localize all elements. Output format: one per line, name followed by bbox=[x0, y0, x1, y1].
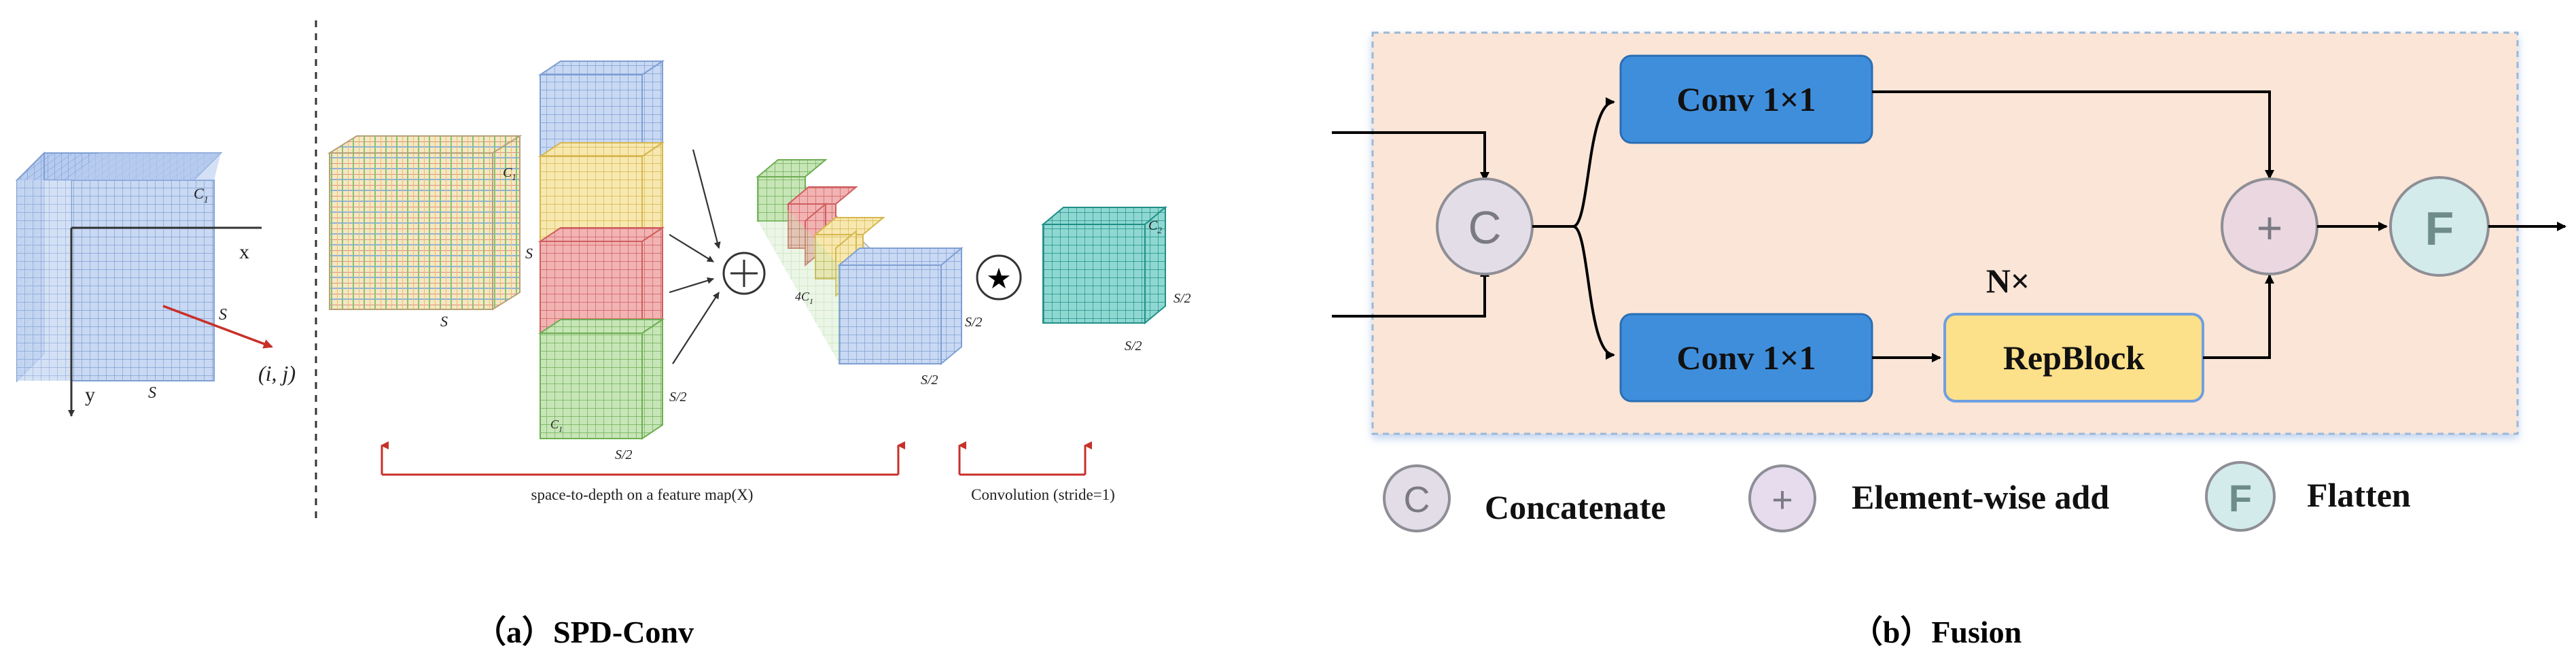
stack-s2-label-a: S/2 bbox=[965, 315, 983, 330]
conv-bottom-label: Conv 1×1 bbox=[1677, 339, 1816, 377]
y-axis-label: y bbox=[85, 383, 95, 406]
flatten-node: F bbox=[2389, 176, 2490, 277]
panel-a-spd-conv: x y C1 S S (i, j) C1 S S bbox=[15, 20, 1191, 649]
input-arrow-top bbox=[1332, 131, 1489, 182]
legend-item-flatten: F Flatten bbox=[2205, 461, 2411, 532]
input-feature-cube bbox=[15, 151, 223, 383]
stacked-4c1-block bbox=[756, 159, 964, 366]
arrow-top-to-add bbox=[1872, 90, 2274, 180]
position-arrow bbox=[162, 305, 273, 349]
input-multicolor-cube bbox=[327, 135, 523, 311]
arrow-from-red bbox=[669, 277, 714, 294]
concat-node-symbol: C bbox=[1468, 202, 1501, 254]
repeat-label: N× bbox=[1986, 262, 2030, 300]
split-curve-top bbox=[1572, 97, 1615, 228]
mc-channel-label: C1 bbox=[503, 165, 516, 182]
concat-operator bbox=[722, 252, 766, 295]
cube-channel-label: C1 bbox=[194, 185, 209, 205]
bracket-space-to-depth bbox=[381, 441, 905, 476]
legend-concatenate-label: Concatenate bbox=[1485, 488, 1666, 526]
repblock-label: RepBlock bbox=[2003, 339, 2145, 377]
legend-item-element-wise-add: + Element-wise add bbox=[1748, 464, 2109, 532]
legend-add-symbol: + bbox=[1771, 479, 1793, 520]
output-s2-label-a: S/2 bbox=[1174, 291, 1191, 306]
arrow-from-yellow bbox=[669, 234, 714, 262]
panel-b-caption: （b）Fusion bbox=[1852, 615, 2022, 649]
mc-bottom-label: S bbox=[440, 313, 448, 330]
repblock: RepBlock bbox=[1943, 313, 2204, 403]
arrow-rep-to-add bbox=[2203, 274, 2274, 359]
legend-flatten-symbol: F bbox=[2229, 477, 2252, 519]
subcube-s2-label-a: S/2 bbox=[669, 390, 687, 405]
stack-s2-label-b: S/2 bbox=[921, 373, 938, 388]
bracket-convolution-label: Convolution (stride=1) bbox=[971, 486, 1115, 503]
cube-width-label: S bbox=[219, 306, 227, 324]
stack-channel-label: 4C1 bbox=[795, 290, 813, 306]
conv-bottom-block: Conv 1×1 bbox=[1619, 313, 1873, 403]
subcube-red bbox=[537, 226, 665, 348]
subcube-green bbox=[537, 318, 665, 440]
mc-side-label: S bbox=[525, 245, 533, 262]
legend-flatten-label: Flatten bbox=[2307, 476, 2411, 514]
panel-a-caption: （a）SPD-Conv bbox=[475, 615, 694, 649]
output-teal-cube bbox=[1041, 205, 1167, 325]
input-arrow-bottom bbox=[1332, 267, 1489, 318]
x-axis-label: x bbox=[239, 241, 249, 263]
bracket-space-to-depth-label: space-to-depth on a feature map(X) bbox=[531, 486, 754, 503]
coordinate-label: (i, j) bbox=[258, 361, 296, 386]
green-channel-label: C1 bbox=[550, 417, 563, 434]
conv-top-block: Conv 1×1 bbox=[1619, 54, 1873, 144]
legend-concatenate-symbol: C bbox=[1404, 479, 1430, 520]
add-node-symbol: + bbox=[2257, 203, 2283, 253]
conv-top-label: Conv 1×1 bbox=[1677, 80, 1816, 118]
star-icon: ★ bbox=[986, 262, 1012, 294]
arrow-from-blue bbox=[692, 149, 721, 249]
add-node: + bbox=[2221, 177, 2318, 275]
conv-operator: ★ bbox=[976, 254, 1022, 301]
split-curve-bottom bbox=[1572, 225, 1615, 360]
cube-height-label: S bbox=[148, 384, 156, 402]
arrow-from-green bbox=[672, 292, 720, 364]
legend: C Concatenate + Element-wise add F Flatt… bbox=[1383, 461, 2411, 532]
legend-add-label: Element-wise add bbox=[1852, 478, 2109, 516]
bracket-convolution bbox=[958, 441, 1092, 476]
subcube-s2-label-b: S/2 bbox=[615, 447, 633, 462]
concat-node: C bbox=[1436, 177, 1534, 275]
panel-b-fusion: C Conv 1×1 Conv 1×1 RepBlock N× + bbox=[1332, 31, 2566, 649]
output-channel-label: C2 bbox=[1148, 218, 1162, 235]
output-s2-label-b: S/2 bbox=[1125, 339, 1142, 354]
legend-item-concatenate: C Concatenate bbox=[1383, 464, 1666, 532]
flatten-node-symbol: F bbox=[2425, 202, 2454, 255]
